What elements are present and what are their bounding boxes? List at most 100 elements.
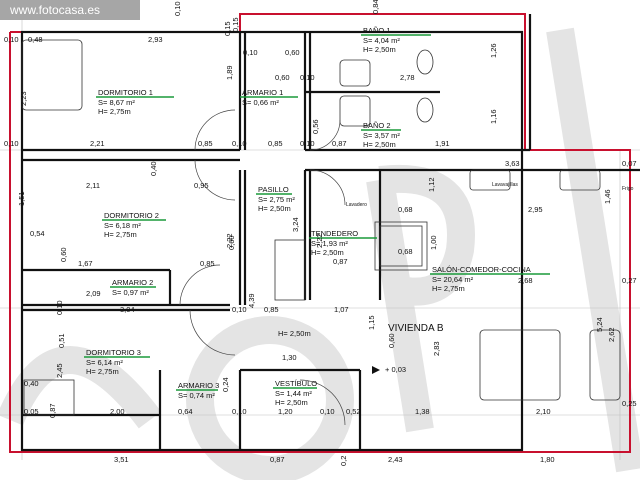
dimension-label: 0,10 (173, 1, 182, 16)
room-area: S= 4,04 m² (363, 36, 400, 45)
dimension-label: 2,22 (315, 233, 324, 248)
room-area: S= 1,93 m² (311, 239, 348, 248)
plan-note: Lavadero (346, 202, 367, 208)
dimension-label: 0,95 (194, 181, 209, 190)
dimension-label: 0,10 (232, 305, 247, 314)
dimension-label: 0,60 (387, 333, 396, 348)
dimension-label: 0,40 (149, 161, 158, 176)
watermark-banner (0, 0, 140, 20)
dimension-label: 2,00 (110, 407, 125, 416)
dimension-label: 0,15 (223, 21, 232, 36)
dimension-label: 0,10 (4, 139, 19, 148)
dimension-label: 2,83 (432, 341, 441, 356)
dimension-label: 2,62 (607, 327, 616, 342)
dimension-label: 0,10 (320, 407, 335, 416)
dwelling-label: VIVIENDA B (388, 323, 444, 334)
dimension-label: 0,25 (622, 399, 637, 408)
drying-area-box (374, 221, 428, 271)
entry-level-marker (372, 366, 380, 374)
dimension-label: 1,89 (225, 65, 234, 80)
dimension-label: 1,67 (78, 259, 93, 268)
dimension-label: 0,60 (285, 48, 300, 57)
plan-note: Lavavajillas (492, 182, 518, 188)
dimension-label: 2,43 (388, 455, 403, 464)
dimension-label: 0,87 (48, 403, 57, 418)
watermark-url: www.fotocasa.es (9, 3, 100, 17)
dimension-label: 0,60 (275, 73, 290, 82)
room-name: ARMARIO 2 (112, 278, 153, 287)
dimension-label: 0,87 (332, 139, 347, 148)
dimension-label: 2,22 (225, 233, 234, 248)
dimension-label: 0,10 (232, 139, 247, 148)
dimension-label: 0,48 (28, 35, 43, 44)
dimension-label: 1,00 (429, 235, 438, 250)
room-height: H= 2,50m (258, 204, 291, 213)
room-height: H= 2,75m (98, 107, 131, 116)
room-name: PASILLO (258, 185, 289, 194)
dimension-label: 0,87 (333, 257, 348, 266)
plan-note: Frigo (622, 186, 634, 192)
dimension-label: 1,15 (367, 315, 376, 330)
dimension-label: 0,10 (300, 73, 315, 82)
dimension-label: 2,21 (90, 139, 105, 148)
dimension-label: 2,11 (86, 181, 100, 190)
room-height: H= 2,50m (275, 398, 308, 407)
dimension-label: 0,56 (311, 119, 320, 134)
dimension-label: 0,10 (232, 407, 247, 416)
room-area: S= 2,75 m² (258, 195, 295, 204)
dimension-label: 0,52 (346, 407, 361, 416)
dimension-label: 1,26 (489, 43, 498, 58)
dimension-label: 5,24 (595, 317, 604, 332)
dimension-label: 3,63 (505, 159, 520, 168)
dimension-label: 1,46 (603, 189, 612, 204)
room-area: S= 20,64 m² (432, 275, 474, 284)
dimension-label: 0,2 (339, 456, 348, 466)
room-name: BAÑO 2 (363, 121, 391, 130)
dimension-label: 0,05 (24, 407, 39, 416)
dimension-label: 0,60 (227, 235, 236, 250)
dimension-label: 0,84 (371, 0, 380, 14)
dimension-label: 0,54 (30, 229, 45, 238)
room-height: H= 2,75m (104, 230, 137, 239)
room-area: S= 0,66 m² (242, 98, 279, 107)
dimension-label: 0,10 (4, 35, 19, 44)
dimension-label: 3,04 (120, 305, 135, 314)
level-mark: + 0,03 (385, 365, 406, 374)
door-swings (179, 109, 346, 426)
room-name: ARMARIO 3 (178, 381, 219, 390)
dimension-label: 1,07 (334, 305, 349, 314)
dimension-label: 0,85 (264, 305, 279, 314)
dimension-label: 0,85 (200, 259, 215, 268)
dimension-label: 2,93 (148, 35, 163, 44)
room-area: S= 3,57 m² (363, 131, 400, 140)
room-name: DORMITORIO 1 (98, 88, 153, 97)
dimension-label: 2,45 (55, 363, 64, 378)
room-height: H= 2,50m (363, 140, 396, 149)
dimension-label: 0,51 (57, 333, 66, 348)
room-name: TENDEDERO (311, 229, 358, 238)
dimension-label: 1,12 (427, 177, 436, 192)
dimension-label: 0,85 (198, 139, 213, 148)
dimension-label: 2,68 (518, 276, 533, 285)
dimension-label: 0,10 (243, 48, 258, 57)
dimension-label: 0,68 (398, 205, 413, 214)
room-height: H= 2,50m (363, 45, 396, 54)
room-area: S= 1,44 m² (275, 389, 312, 398)
dimension-label: 0,07 (622, 159, 637, 168)
dimension-label: 0,15 (231, 17, 240, 32)
dimension-label: 3,51 (114, 455, 129, 464)
room-area: S= 8,67 m² (98, 98, 135, 107)
dimension-label: 4,39 (247, 293, 256, 308)
dimension-label: 3,24 (291, 217, 300, 232)
dimension-label: 0,68 (398, 247, 413, 256)
dimension-label: 1,16 (489, 109, 498, 124)
dimension-label: 0,24 (221, 377, 230, 392)
room-name: DORMITORIO 3 (86, 348, 141, 357)
dimension-label: 0,27 (622, 276, 637, 285)
dimension-label: 1,20 (278, 407, 293, 416)
dimension-label: 1,91 (435, 139, 450, 148)
dimension-label: 2,78 (400, 73, 415, 82)
room-name: SALÓN-COMEDOR-COCINA (432, 265, 531, 274)
room-area: S= 6,14 m² (86, 358, 123, 367)
